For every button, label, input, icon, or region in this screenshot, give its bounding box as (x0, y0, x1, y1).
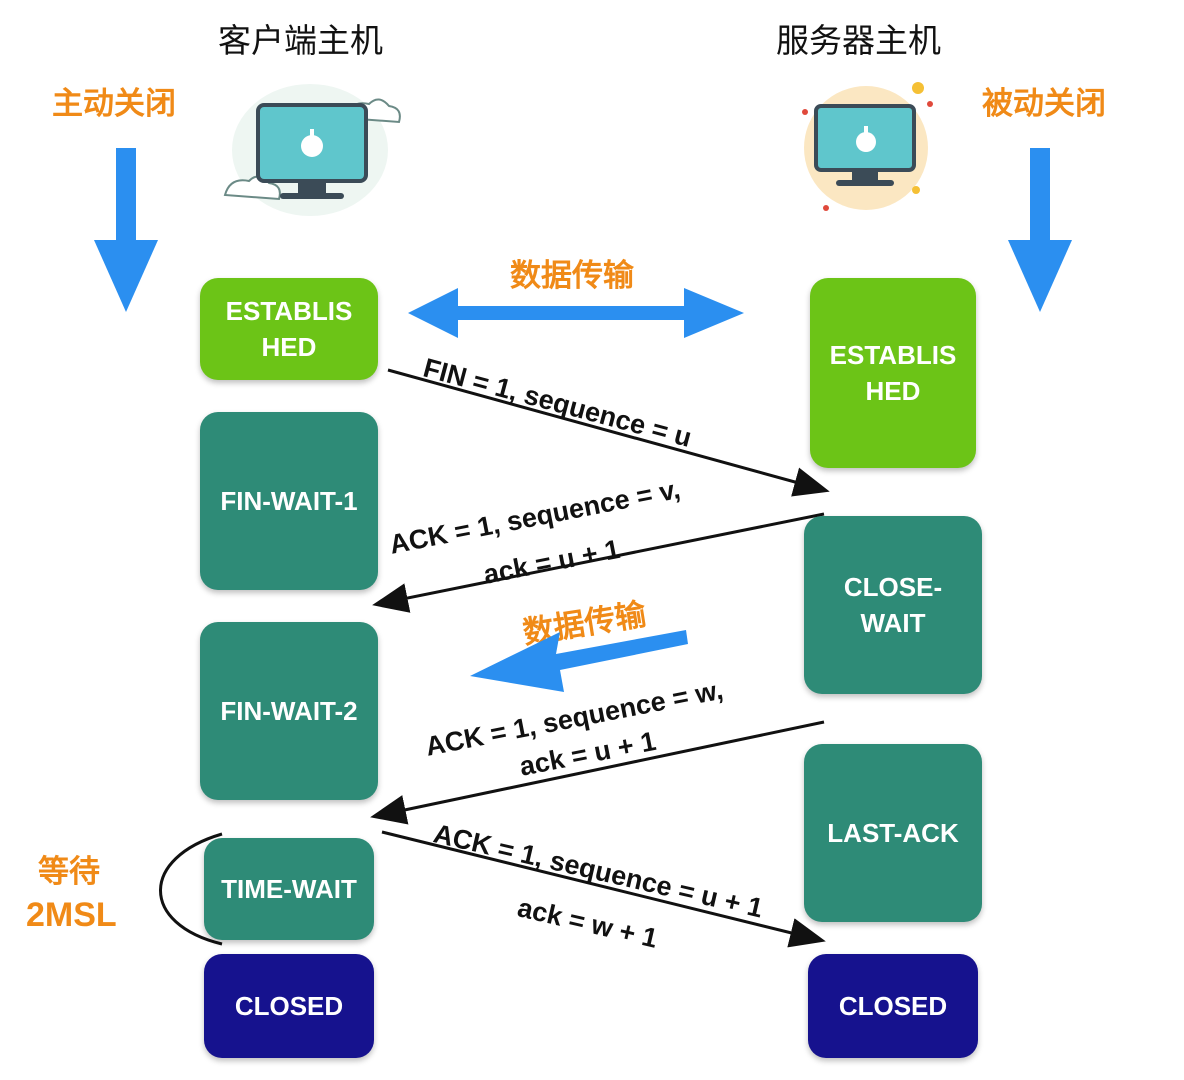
server-host-title: 服务器主机 (776, 21, 941, 60)
active-close-down-arrow (94, 148, 158, 312)
client-state-fin-wait-1: FIN-WAIT-1 (200, 412, 378, 590)
client-computer-icon (223, 84, 401, 216)
client-host-title: 客户端主机 (218, 21, 383, 60)
data-transfer-left-arrow (470, 630, 688, 692)
ack-w-arrow (370, 720, 825, 825)
client-state-fin-wait-2: FIN-WAIT-2 (200, 622, 378, 800)
client-state-established: ESTABLIS HED (200, 278, 378, 380)
2msl-label: 2MSL (26, 896, 117, 934)
server-state-established: ESTABLIS HED (810, 278, 976, 468)
client-state-time-wait: TIME-WAIT (204, 838, 374, 940)
server-state-last-ack: LAST-ACK (804, 744, 982, 922)
fin-arrow (387, 368, 830, 497)
active-close-label: 主动关闭 (52, 86, 176, 122)
data-transfer-double-arrow (408, 288, 744, 338)
passive-close-label: 被动关闭 (982, 86, 1106, 122)
client-state-closed: CLOSED (204, 954, 374, 1058)
data-transfer-top-label: 数据传输 (510, 258, 634, 294)
time-wait-loop-curve (159, 832, 223, 946)
wait-label: 等待 (38, 854, 100, 890)
final-ack-arrow (381, 830, 826, 948)
server-state-close-wait: CLOSE- WAIT (804, 516, 982, 694)
passive-close-down-arrow (1008, 148, 1072, 312)
server-state-closed: CLOSED (808, 954, 978, 1058)
ack-v-arrow (372, 512, 825, 613)
server-computer-icon (802, 82, 933, 211)
